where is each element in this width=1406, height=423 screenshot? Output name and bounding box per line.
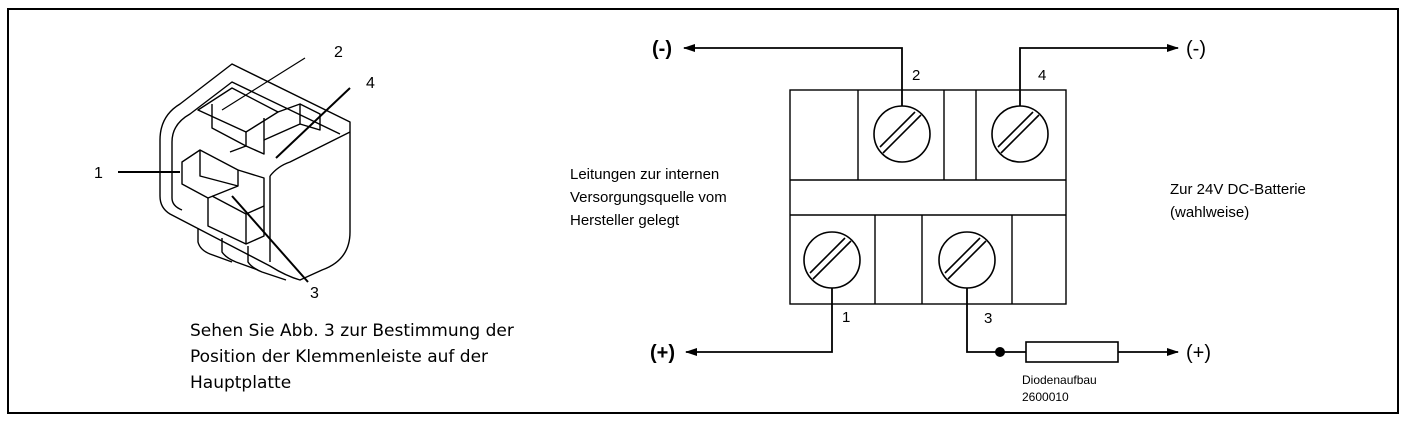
junction-dot [995, 347, 1005, 357]
terminal-screw-2 [873, 105, 931, 163]
connector-illustration [159, 63, 351, 281]
wire-terminal-4 [1019, 44, 1179, 106]
battery-note-line-2: (wahlweise) [1170, 204, 1249, 221]
diode-assembly [1025, 341, 1119, 363]
terminal-screw-4 [991, 105, 1049, 163]
pin-label-1: 1 [94, 165, 103, 182]
terminal-screw-1 [803, 231, 861, 289]
terminal-label-4: 4 [1038, 67, 1046, 84]
terminal-label-1: 1 [842, 309, 850, 326]
internal-supply-note-line-2: Versorgungsquelle vom [570, 189, 727, 206]
caption-line-3: Hauptplatte [190, 373, 291, 393]
figure-frame [7, 8, 1399, 414]
battery-note-line-1: Zur 24V DC-Batterie [1170, 181, 1306, 198]
polarity-top-left: (-) [652, 38, 672, 60]
terminal-label-3: 3 [984, 310, 992, 327]
diode-part-number: 2600010 [1022, 390, 1069, 404]
caption-line-2: Position der Klemmenleiste auf der [190, 347, 488, 367]
pin-label-3: 3 [310, 285, 319, 302]
wire-terminal-1 [685, 288, 833, 356]
polarity-bottom-right: (+) [1186, 342, 1211, 364]
connector-caption: Sehen Sie Abb. 3 zur Bestimmung der Posi… [190, 321, 514, 393]
polarity-bottom-left: (+) [650, 342, 675, 364]
wire-terminal-3 [966, 288, 1026, 353]
pin-label-4: 4 [366, 75, 375, 92]
polarity-top-right: (-) [1186, 38, 1206, 60]
caption-line-1: Sehen Sie Abb. 3 zur Bestimmung der [190, 321, 514, 341]
terminal-block [789, 89, 1067, 305]
pin-leaders [118, 57, 351, 283]
wires [683, 44, 1179, 356]
diode-name: Diodenaufbau [1022, 373, 1097, 387]
internal-supply-note-line-3: Hersteller gelegt [570, 212, 680, 229]
terminal-label-2: 2 [912, 67, 920, 84]
wire-terminal-2 [683, 44, 903, 106]
internal-supply-note-line-1: Leitungen zur internen [570, 166, 719, 183]
terminal-screw-3 [938, 231, 996, 289]
pin-label-2: 2 [334, 44, 343, 61]
